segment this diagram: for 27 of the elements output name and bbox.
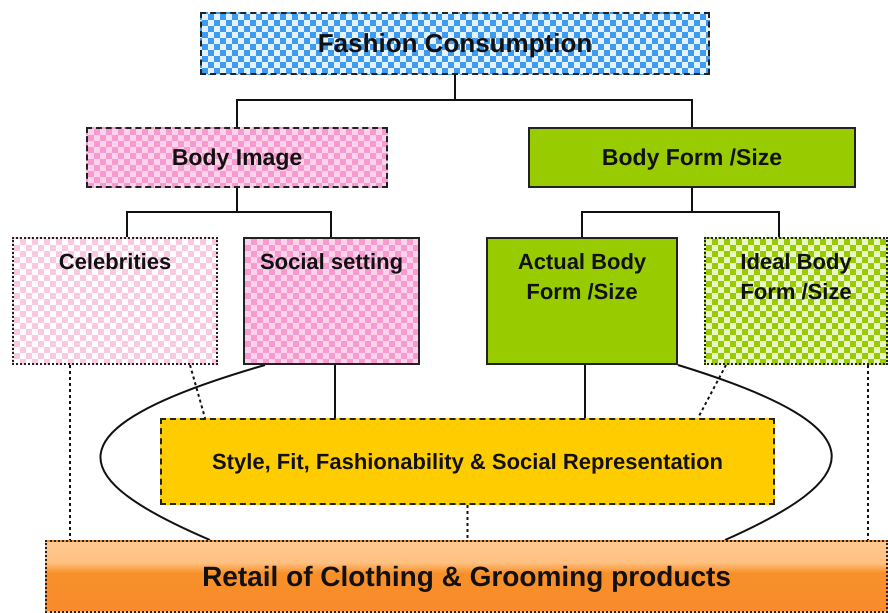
- concept-box: [704, 237, 888, 365]
- dotted-connector: [69, 365, 71, 540]
- connector-line: [334, 365, 336, 418]
- concept-box: [486, 237, 678, 365]
- connector-line: [100, 364, 266, 541]
- concept-box: [45, 540, 888, 613]
- box-label: Retail of Clothing & Grooming products: [202, 560, 731, 594]
- concept-box: [160, 418, 775, 505]
- concept-box: [12, 237, 218, 365]
- connector-line: [584, 365, 586, 418]
- box-label: Actual Body Form /Size: [516, 248, 648, 306]
- concept-box: [528, 127, 856, 188]
- concept-box: [243, 237, 420, 365]
- box-label: Body Form /Size: [602, 142, 782, 172]
- dotted-connector: [697, 364, 727, 418]
- connector-line: [678, 364, 832, 541]
- connector-line: [454, 75, 693, 127]
- box-label: Body Image: [172, 142, 302, 172]
- concept-box: [86, 127, 388, 188]
- dotted-connector: [867, 365, 869, 540]
- dotted-connector: [466, 505, 468, 540]
- box-label: Celebrities: [58, 248, 172, 276]
- dotted-connector: [189, 364, 206, 418]
- box-label: Social setting: [260, 248, 404, 276]
- connector-line: [691, 188, 780, 237]
- box-label: Style, Fit, Fashionability & Social Representation: [212, 448, 723, 476]
- connector-line: [236, 188, 332, 237]
